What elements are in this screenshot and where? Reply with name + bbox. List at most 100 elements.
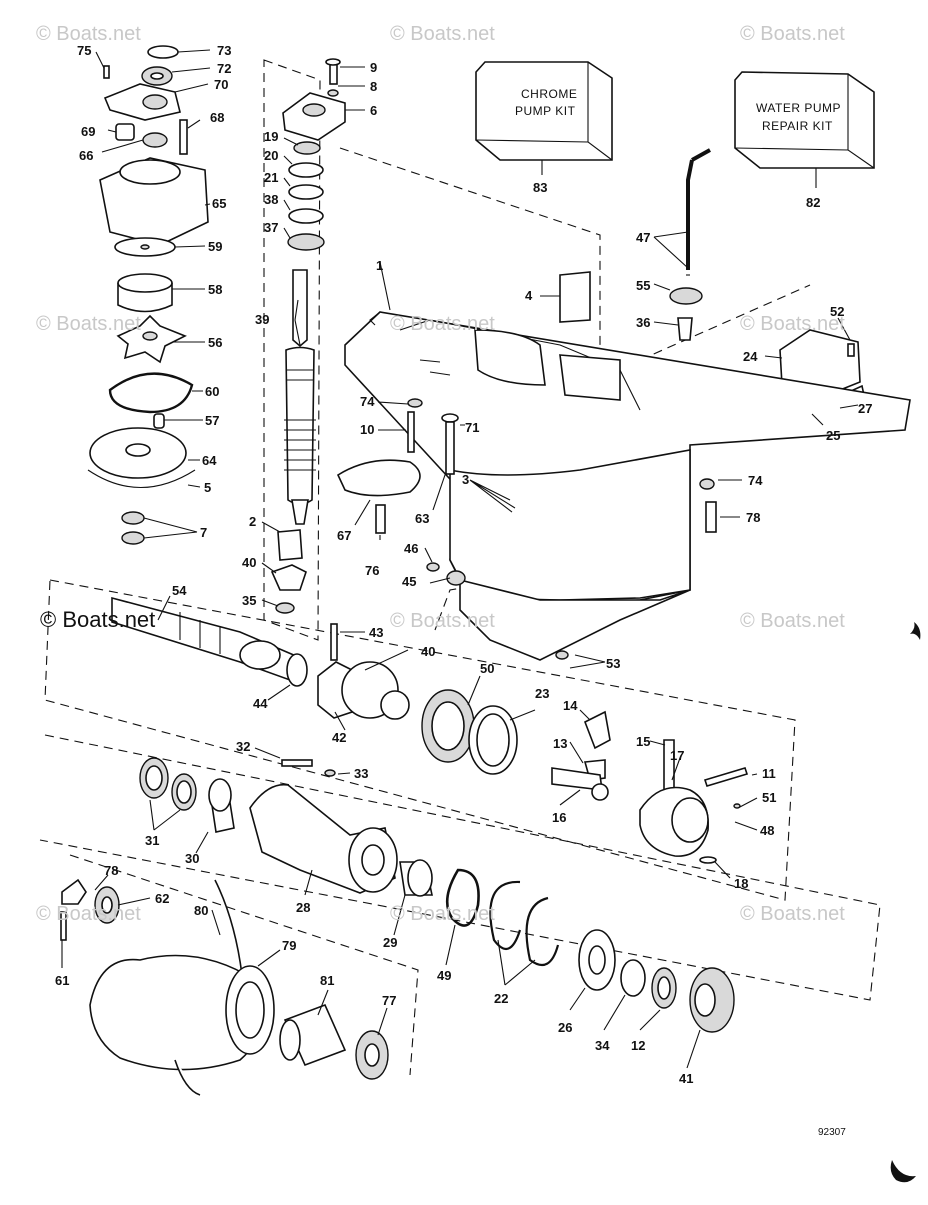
callout-52: 52 (830, 304, 844, 319)
callout-3: 3 (462, 472, 469, 487)
watermark-text: © Boats.net (390, 610, 495, 632)
callout-28: 28 (296, 900, 310, 915)
watermark-text: © Boats.net (740, 610, 845, 632)
callout-43: 43 (369, 625, 383, 640)
callout-73: 73 (217, 43, 231, 58)
water-pump-stack (87, 45, 209, 545)
callout-9: 9 (370, 60, 377, 75)
callout-32: 32 (236, 739, 250, 754)
callout-15: 15 (636, 734, 650, 749)
dashed-boundary-gearset (44, 579, 796, 901)
callout-33: 33 (354, 766, 368, 781)
callout-58: 58 (208, 282, 222, 297)
callout-53: 53 (606, 656, 620, 671)
gearset-shaft (111, 596, 518, 775)
callout-70: 70 (214, 77, 228, 92)
callout-29: 29 (383, 935, 397, 950)
callout-62: 62 (155, 891, 169, 906)
shift-parts (551, 710, 749, 864)
water-kit-line1: WATER PUMP (756, 101, 841, 115)
callout-24: 24 (743, 349, 758, 364)
callout-49: 49 (437, 968, 451, 983)
callout-37: 37 (264, 220, 278, 235)
watermark-text: © Boats.net (740, 313, 845, 335)
callout-54: 54 (172, 583, 187, 598)
callout-17: 17 (670, 748, 684, 763)
callout-31: 31 (145, 833, 159, 848)
callout-10: 10 (360, 422, 374, 437)
callout-60: 60 (205, 384, 219, 399)
callout-83: 83 (533, 180, 547, 195)
diagram-number: 92307 (818, 1127, 846, 1138)
callout-22: 22 (494, 991, 508, 1006)
gearcase-housing (344, 311, 911, 661)
callout-41: 41 (679, 1071, 693, 1086)
watermark-text: © Boats.net (36, 903, 141, 925)
callout-50: 50 (480, 661, 494, 676)
water-kit-line2: REPAIR KIT (762, 119, 833, 133)
callout-8: 8 (370, 79, 377, 94)
callout-4: 4 (525, 288, 533, 303)
callout-36: 36 (636, 315, 650, 330)
callout-23: 23 (535, 686, 549, 701)
watermark-text: © Boats.net (740, 903, 845, 925)
callout-46: 46 (404, 541, 418, 556)
watermark-text: © Boats.net (390, 23, 495, 45)
watermark-prominent: © Boats.net (40, 607, 155, 632)
dashed-boundary-waterpump-cover (639, 284, 811, 361)
callout-77: 77 (382, 993, 396, 1008)
callout-66: 66 (79, 148, 93, 163)
watermark-text: © Boats.net (36, 23, 141, 45)
callout-74b: 74 (748, 473, 763, 488)
callout-25: 25 (826, 428, 840, 443)
callout-7: 7 (200, 525, 207, 540)
callout-2: 2 (249, 514, 256, 529)
callout-76: 76 (365, 563, 379, 578)
callout-18: 18 (734, 876, 748, 891)
watermark-text: © Boats.net (390, 903, 495, 925)
bearing-housing-row (139, 757, 735, 1033)
callout-72: 72 (217, 61, 231, 76)
scan-mark (890, 1160, 916, 1183)
callout-61: 61 (55, 973, 69, 988)
callout-34: 34 (595, 1038, 610, 1053)
callout-59: 59 (208, 239, 222, 254)
callout-13: 13 (553, 736, 567, 751)
callout-82: 82 (806, 195, 820, 210)
callout-63: 63 (415, 511, 429, 526)
callout-69: 69 (81, 124, 95, 139)
chrome-kit-line2: PUMP KIT (515, 104, 576, 118)
callout-79: 79 (282, 938, 296, 953)
watermark-text: © Boats.net (390, 313, 495, 335)
callout-11: 11 (762, 766, 776, 781)
watermark-layer: © Boats.net © Boats.net © Boats.net © Bo… (36, 23, 845, 925)
gearcase-small-parts (336, 398, 717, 660)
callout-42: 42 (332, 730, 346, 745)
callout-14: 14 (563, 698, 578, 713)
callout-68: 68 (210, 110, 224, 125)
callout-6: 6 (370, 103, 377, 118)
chrome-kit-line1: CHROME (521, 87, 577, 101)
leader-lines (61, 49, 859, 1069)
callout-16: 16 (552, 810, 566, 825)
callout-55: 55 (636, 278, 650, 293)
callout-40: 40 (242, 555, 256, 570)
scan-mark (910, 622, 921, 640)
callout-39: 39 (255, 312, 269, 327)
callout-27: 27 (858, 401, 872, 416)
dashed-boundary-propeller (69, 854, 419, 1076)
callout-5: 5 (204, 480, 211, 495)
callout-20: 20 (264, 148, 278, 163)
callout-48: 48 (760, 823, 774, 838)
callout-1: 1 (376, 258, 383, 273)
callout-71: 71 (465, 420, 479, 435)
watermark-text: © Boats.net (36, 313, 141, 335)
propeller-group (60, 878, 389, 1096)
callout-81: 81 (320, 973, 334, 988)
callout-35: 35 (242, 593, 256, 608)
chrome-pump-kit-box: CHROME PUMP KIT (475, 61, 613, 161)
callout-51: 51 (762, 790, 776, 805)
callout-40b: 40 (421, 644, 435, 659)
